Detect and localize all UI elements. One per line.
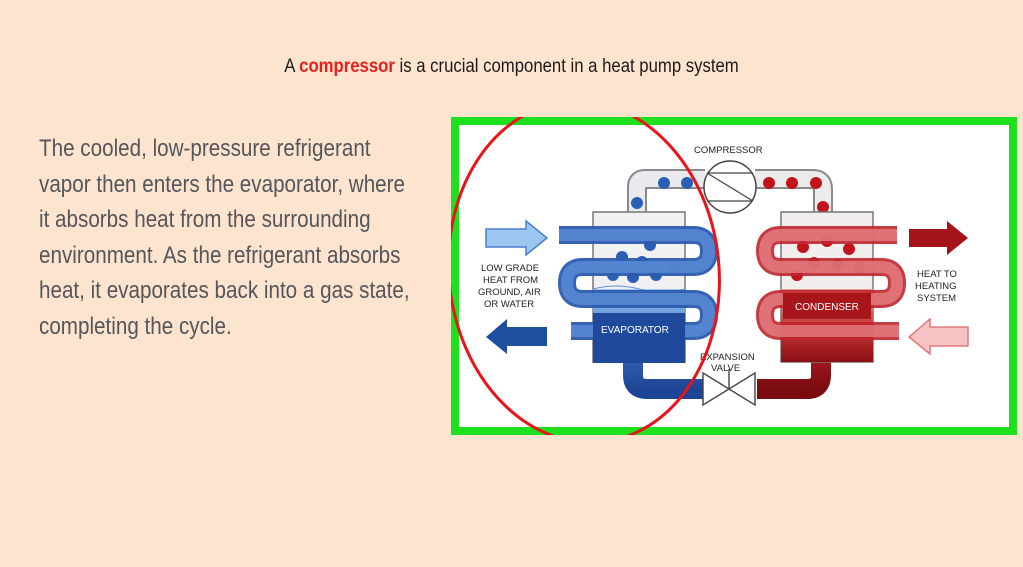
return-in-arrow <box>907 317 969 356</box>
expansion-label-line2: VALVE <box>711 363 740 374</box>
left-label-2: HEAT FROM <box>483 275 538 286</box>
heat-pump-diagram: COMPRESSOR EXPANSION VALVE EVAPORATOR <box>451 117 1017 435</box>
evaporator-label: EVAPORATOR <box>601 325 669 336</box>
refrigerant-dots-hot-top <box>763 177 829 213</box>
cold-out-arrow <box>486 319 547 354</box>
expansion-valve-icon <box>702 369 756 407</box>
right-label-2: HEATING <box>915 281 957 292</box>
refrigerant-dots-cold-top <box>631 177 693 209</box>
left-label-4: OR WATER <box>484 299 534 310</box>
compressor-icon <box>703 160 757 214</box>
heat-out-arrow <box>909 221 968 255</box>
expansion-label-line1: EXPANSION <box>700 352 755 363</box>
left-label-3: GROUND, AIR <box>478 287 541 298</box>
slide-title: A compressor is a crucial component in a… <box>61 56 961 78</box>
liquid-pipe-hot <box>757 342 831 399</box>
heat-in-arrow <box>485 219 549 257</box>
right-label-3: SYSTEM <box>917 293 956 304</box>
compressor-label: COMPRESSOR <box>694 145 763 156</box>
title-prefix: A <box>284 56 300 77</box>
liquid-pipe-cold <box>623 342 703 399</box>
body-paragraph: The cooled, low-pressure refrigerant vap… <box>39 135 410 340</box>
right-label-1: HEAT TO <box>917 269 957 280</box>
highlight-circle <box>451 117 721 435</box>
title-suffix: is a crucial component in a heat pump sy… <box>394 56 739 77</box>
condenser-label: CONDENSER <box>795 302 859 313</box>
title-highlight-compressor: compressor <box>299 56 395 77</box>
left-label-1: LOW GRADE <box>481 263 539 274</box>
